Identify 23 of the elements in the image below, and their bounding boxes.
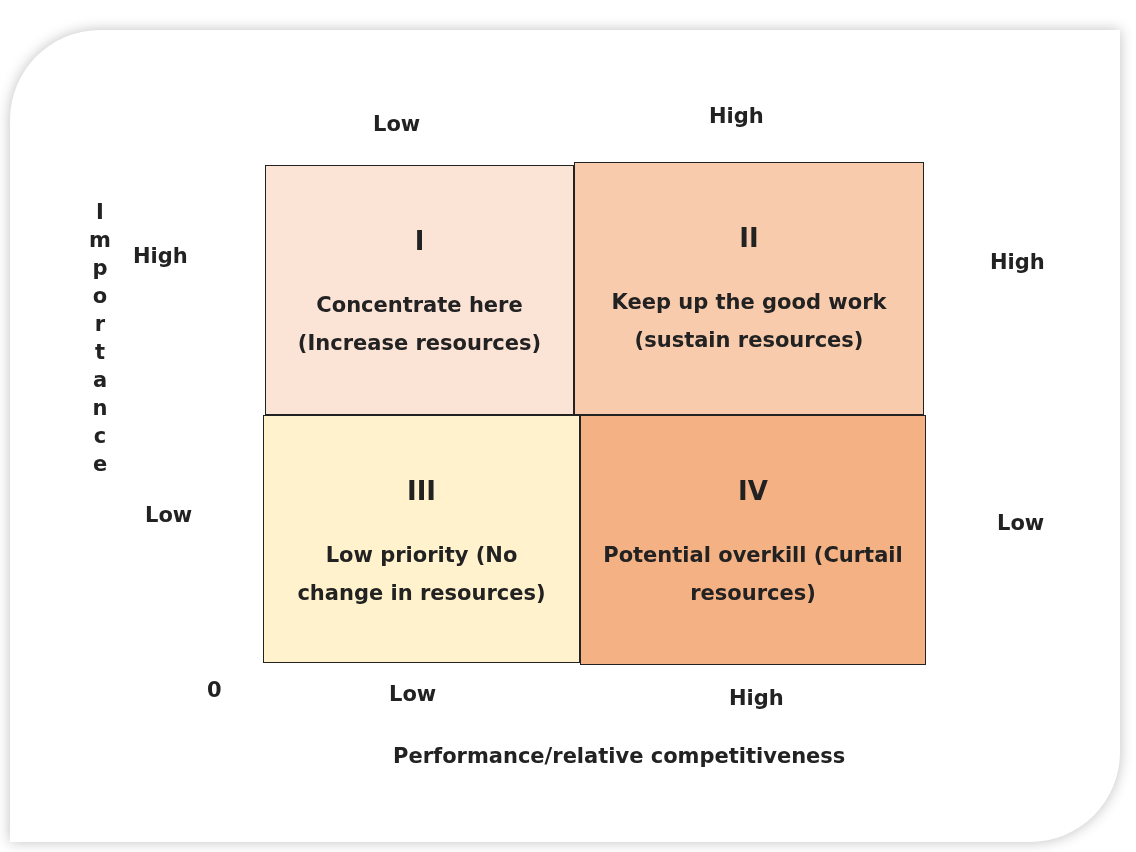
axis-level-label: High [729, 686, 784, 710]
origin-label: 0 [207, 678, 222, 702]
axis-level-label: Low [145, 503, 193, 527]
quadrant-text: Potential overkill (Curtail resources) [602, 542, 904, 607]
axis-level-label: High [133, 244, 188, 268]
axis-title: Importance [88, 200, 112, 480]
quadrant-box [263, 415, 580, 663]
quadrant-box [574, 162, 924, 415]
quadrant-number: IV [737, 476, 769, 506]
quadrant-text: Concentrate here (Increase resources) [296, 292, 543, 357]
axis-level-label: Low [373, 112, 421, 136]
axis-title: Performance/relative competitiveness [393, 744, 846, 768]
quadrant-box [265, 165, 574, 415]
axis-level-label: High [709, 104, 764, 128]
quadrant-text: Low priority (No change in resources) [296, 542, 547, 607]
quadrant-box [580, 415, 926, 665]
quadrant-number: II [738, 223, 760, 253]
axis-level-label: Low [997, 511, 1045, 535]
quadrant-text: Keep up the good work (sustain resources) [610, 289, 888, 354]
quadrant-number: III [406, 476, 437, 506]
axis-level-label: High [990, 250, 1045, 274]
axis-level-label: Low [389, 682, 437, 706]
quadrant-number: I [413, 226, 426, 256]
